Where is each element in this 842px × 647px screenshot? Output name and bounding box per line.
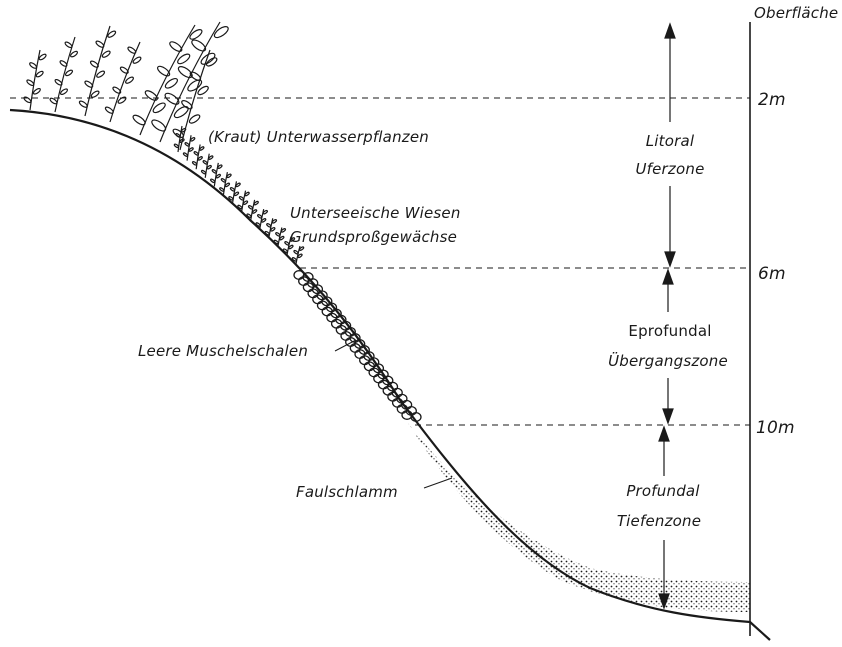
zone-litoral-subtitle: Uferzone bbox=[620, 160, 720, 178]
leaf-icon bbox=[35, 70, 44, 78]
leaf-icon bbox=[26, 79, 35, 87]
leaf-icon bbox=[183, 152, 188, 157]
plant-stem bbox=[85, 26, 110, 116]
leaf-icon bbox=[248, 205, 253, 210]
leaf-icon bbox=[189, 71, 202, 82]
leaf-icon bbox=[84, 80, 94, 88]
leaf-icon bbox=[156, 65, 171, 78]
leaf-icon bbox=[23, 96, 32, 104]
eprofundal-arrow bbox=[663, 270, 673, 423]
leaf-icon bbox=[60, 88, 69, 96]
shell-cluster bbox=[294, 271, 421, 422]
leaf-icon bbox=[65, 69, 74, 77]
leaf-icon bbox=[54, 79, 63, 87]
leaf-icon bbox=[210, 179, 215, 184]
leaf-icon bbox=[64, 41, 73, 49]
leaf-icon bbox=[212, 169, 217, 174]
leaf-icon bbox=[203, 160, 208, 165]
depth-label-6m: 6m bbox=[758, 264, 786, 284]
leaf-icon bbox=[257, 214, 262, 219]
leaf-icon bbox=[127, 46, 137, 54]
zone-profundal-name: Profundal bbox=[608, 482, 718, 500]
leaf-icon bbox=[90, 90, 100, 98]
leaf-icon bbox=[164, 77, 179, 90]
depth-label-10m: 10m bbox=[756, 418, 795, 438]
depth-label-2m: 2m bbox=[758, 90, 786, 110]
leaf-icon bbox=[275, 232, 280, 237]
sludge-label: Faulschlamm bbox=[296, 483, 398, 501]
leaf-icon bbox=[119, 66, 129, 74]
shells-label: Leere Muschelschalen bbox=[138, 342, 308, 360]
leaf-icon bbox=[190, 38, 207, 53]
leaf-icon bbox=[266, 223, 271, 228]
leaf-icon bbox=[150, 118, 167, 133]
leaf-icon bbox=[230, 187, 235, 192]
leaf-icon bbox=[104, 106, 114, 114]
zone-eprofundal-name: Eprofundal bbox=[600, 322, 740, 340]
leaf-icon bbox=[185, 142, 190, 147]
plant-stem bbox=[160, 22, 220, 142]
leaf-icon bbox=[132, 113, 147, 126]
leaf-icon bbox=[59, 60, 68, 68]
leaf-icon bbox=[192, 161, 197, 166]
leaf-icon bbox=[90, 60, 100, 68]
plants-label: (Kraut) Unterwasserpflanzen bbox=[208, 128, 429, 146]
leaf-icon bbox=[101, 50, 111, 58]
leaf-icon bbox=[168, 40, 183, 53]
leaf-icon bbox=[112, 86, 122, 94]
leaf-icon bbox=[33, 88, 42, 96]
leaf-icon bbox=[201, 170, 206, 175]
leaf-icon bbox=[163, 91, 180, 106]
leaf-icon bbox=[284, 241, 289, 246]
leaf-icon bbox=[213, 25, 230, 40]
leaf-icon bbox=[96, 70, 106, 78]
zone-eprofundal-subtitle: Übergangszone bbox=[598, 352, 738, 370]
leaf-icon bbox=[194, 151, 199, 156]
leaf-icon bbox=[221, 178, 226, 183]
leaf-icon bbox=[174, 144, 179, 149]
leaf-icon bbox=[175, 133, 180, 138]
plant-stem bbox=[140, 25, 195, 135]
leaf-icon bbox=[78, 100, 88, 108]
leaf-icon bbox=[219, 187, 224, 192]
leaf-icon bbox=[188, 113, 201, 124]
surface-label: Oberfläche bbox=[754, 4, 838, 22]
zone-litoral-name: Litoral bbox=[630, 132, 710, 150]
leaf-icon bbox=[186, 78, 203, 93]
leaf-icon bbox=[144, 89, 159, 102]
zone-profundal-subtitle: Tiefenzone bbox=[604, 512, 714, 530]
leaf-icon bbox=[239, 196, 244, 201]
leaf-icon bbox=[180, 99, 193, 110]
lake-bottom-profile bbox=[10, 110, 770, 640]
sludge-leader-line bbox=[424, 478, 452, 488]
leaf-icon bbox=[95, 40, 105, 48]
leaf-icon bbox=[293, 250, 298, 255]
meadows-label-line2: Grundsproßgewächse bbox=[290, 228, 457, 246]
leaf-icon bbox=[29, 62, 38, 70]
leaf-icon bbox=[188, 28, 203, 41]
meadows-label-line1: Unterseeische Wiesen bbox=[290, 204, 461, 222]
leaf-icon bbox=[125, 76, 135, 84]
